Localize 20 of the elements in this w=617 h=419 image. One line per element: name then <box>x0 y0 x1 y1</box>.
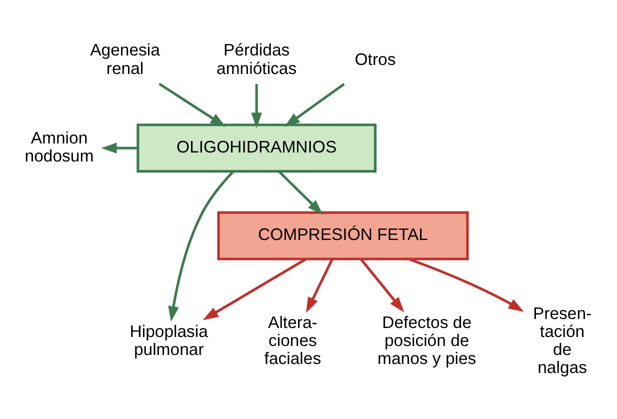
arrow <box>101 142 138 154</box>
arrow <box>202 258 306 320</box>
arrow <box>408 257 524 312</box>
node-box: COMPRESIÓN FETAL <box>217 210 469 260</box>
arrow <box>278 170 323 214</box>
arrow <box>306 258 334 312</box>
arrow <box>251 84 262 128</box>
arrow <box>158 82 226 126</box>
node-text: Pérdidas amnióticas <box>216 40 297 78</box>
node-text: Amnion nodosum <box>24 128 94 165</box>
node-text: Presen- tación de nalgas <box>532 303 592 377</box>
node-text: Defectos de posición de manos y pies <box>378 312 476 368</box>
arrow <box>284 82 345 126</box>
node-box: OLIGOHIDRAMNIOS <box>136 123 377 172</box>
arrow <box>168 170 234 322</box>
node-text: Altera- ciones faciales <box>264 312 322 368</box>
arrow <box>360 258 404 312</box>
node-text: Agenesia renal <box>90 40 160 78</box>
node-text: Hipoplasia pulmonar <box>130 321 208 358</box>
node-text: Otros <box>354 49 396 68</box>
